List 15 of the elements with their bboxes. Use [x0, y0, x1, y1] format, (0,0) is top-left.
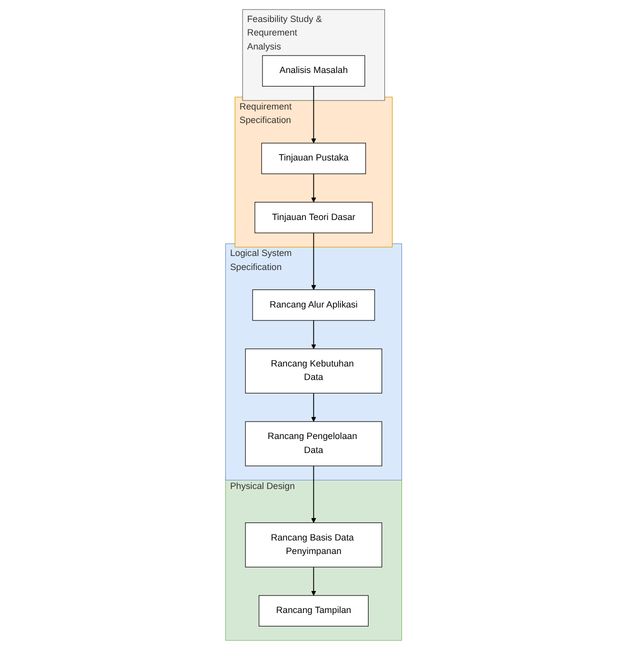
node-box: Rancang Pengelolaan Data [246, 421, 382, 466]
node-box: Analisis Masalah [262, 55, 366, 87]
arrow [312, 392, 316, 422]
node-box: Rancang Basis Data Penyimpanan [246, 522, 382, 568]
node-box: Rancang Kebutuhan Data [246, 348, 382, 394]
arrow [312, 566, 316, 596]
arrow [312, 232, 316, 290]
arrow [312, 173, 316, 202]
node-box: Tinjauan Pustaka [262, 142, 366, 174]
arrow [312, 466, 316, 523]
node-box: Rancang Alur Aplikasi [252, 289, 376, 321]
arrow [312, 320, 316, 350]
arrow [312, 86, 316, 144]
node-box: Rancang Tampilan [259, 595, 369, 626]
node-box: Tinjauan Teori Dasar [254, 202, 374, 234]
